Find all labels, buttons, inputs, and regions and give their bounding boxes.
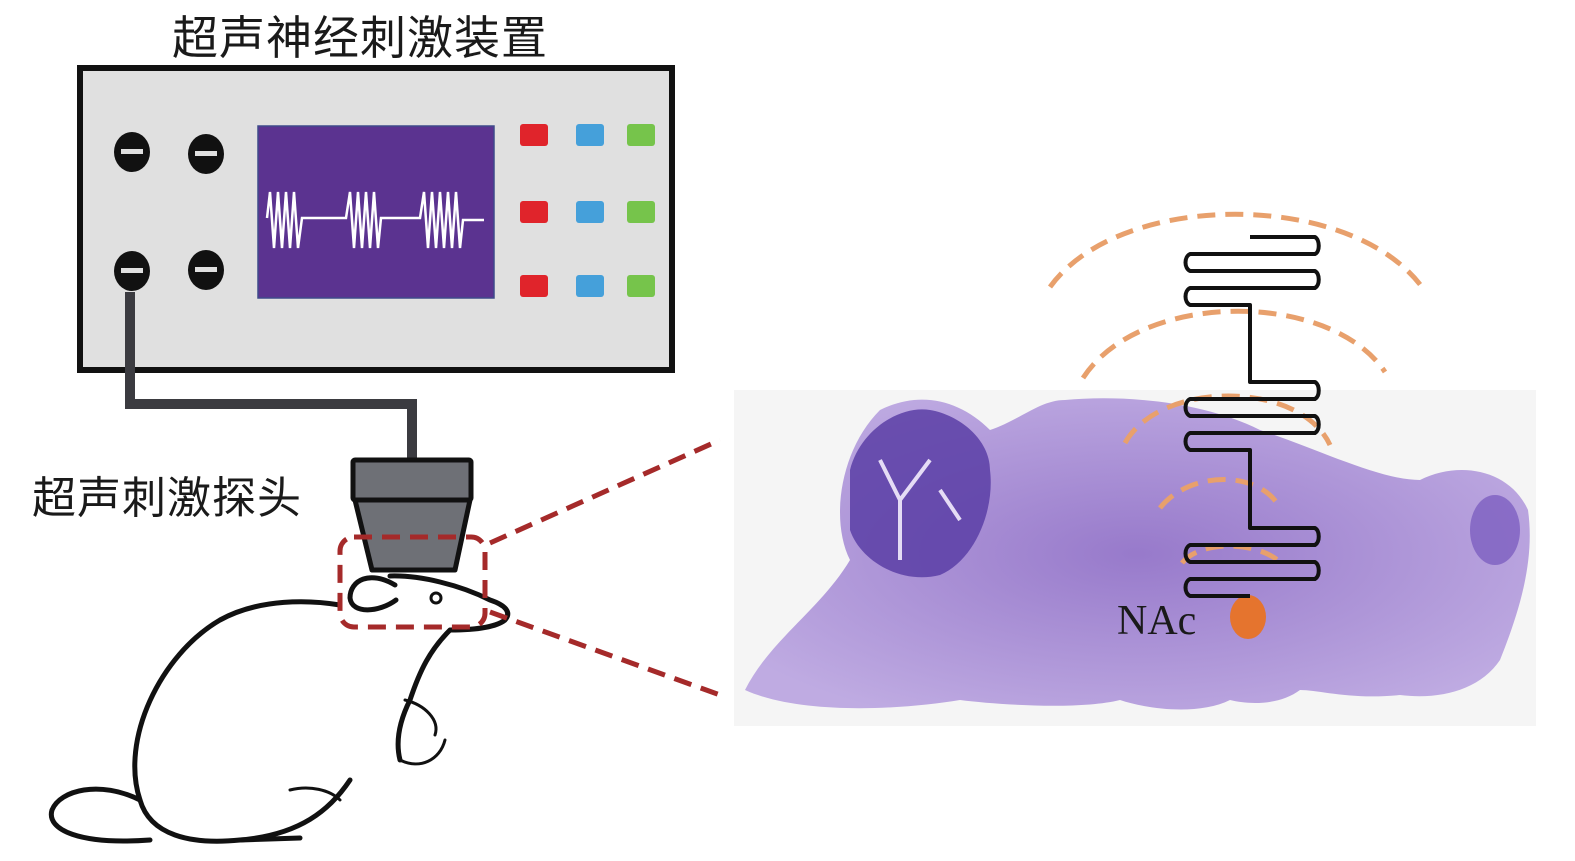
stimulation-device	[77, 65, 675, 373]
brain-section	[734, 390, 1536, 726]
control-button[interactable]	[576, 201, 604, 223]
knob[interactable]	[188, 250, 224, 290]
control-button[interactable]	[576, 275, 604, 297]
control-button[interactable]	[520, 124, 548, 146]
zoom-indicator	[337, 437, 722, 698]
probe-label: 超声刺激探头	[32, 473, 302, 524]
control-buttons	[520, 124, 655, 297]
cable	[125, 292, 417, 462]
control-button[interactable]	[627, 275, 655, 297]
cerebellum	[850, 409, 991, 578]
knob[interactable]	[188, 134, 224, 174]
knob[interactable]	[114, 251, 150, 291]
control-button[interactable]	[576, 124, 604, 146]
ultrasound-probe	[350, 457, 474, 573]
control-button[interactable]	[627, 124, 655, 146]
nac-target	[1230, 595, 1266, 639]
pulsed-waveform	[265, 191, 484, 249]
mouse-illustration	[48, 573, 511, 844]
knob[interactable]	[114, 132, 150, 172]
control-button[interactable]	[520, 201, 548, 223]
ultrasound-pulse-waveform	[1183, 235, 1321, 598]
device-title: 超声神经刺激装置	[172, 11, 548, 65]
knobs	[114, 132, 224, 291]
control-button[interactable]	[627, 201, 655, 223]
control-button[interactable]	[520, 275, 548, 297]
ultrasound-wavefronts	[1047, 211, 1425, 567]
nac-label: NAc	[1117, 598, 1197, 644]
olfactory-bulb	[1470, 495, 1520, 565]
